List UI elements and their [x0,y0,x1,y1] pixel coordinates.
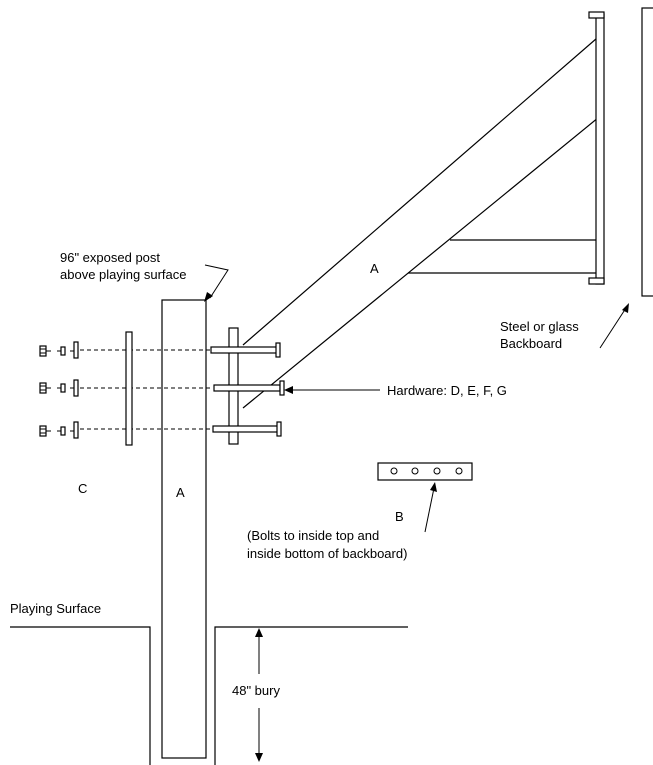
part-b-note-line2: inside bottom of backboard) [247,546,407,561]
hardware-row-1 [39,341,79,359]
bury-depth-label: 48" bury [232,683,280,698]
post-label: A [176,485,185,500]
bolts-right [210,342,285,437]
backboard-mount [588,11,605,285]
playing-surface-label: Playing Surface [10,601,101,616]
extension-arm-a [242,31,605,409]
ground-lines [10,626,408,765]
part-b-label: B [395,509,404,524]
bracket-plate-b [377,462,473,481]
hardware-row-3 [39,421,79,439]
part-c-label: C [78,481,87,496]
back-plate-c [125,331,133,446]
post-height-note-line1: 96" exposed post [60,250,160,265]
backboard-label-line1: Steel or glass [500,319,579,334]
arm-label: A [370,261,379,276]
backboard [641,7,653,297]
hardware-label: Hardware: D, E, F, G [387,383,507,398]
hardware-pieces [39,341,79,439]
post-height-note-line2: above playing surface [60,267,186,282]
backboard-label-line2: Backboard [500,336,562,351]
post-a [161,299,207,759]
part-b-note-line1: (Bolts to inside top and [247,528,379,543]
leader-lines [204,264,629,762]
bolt-axis-lines [80,349,211,430]
hardware-row-2 [39,379,79,397]
